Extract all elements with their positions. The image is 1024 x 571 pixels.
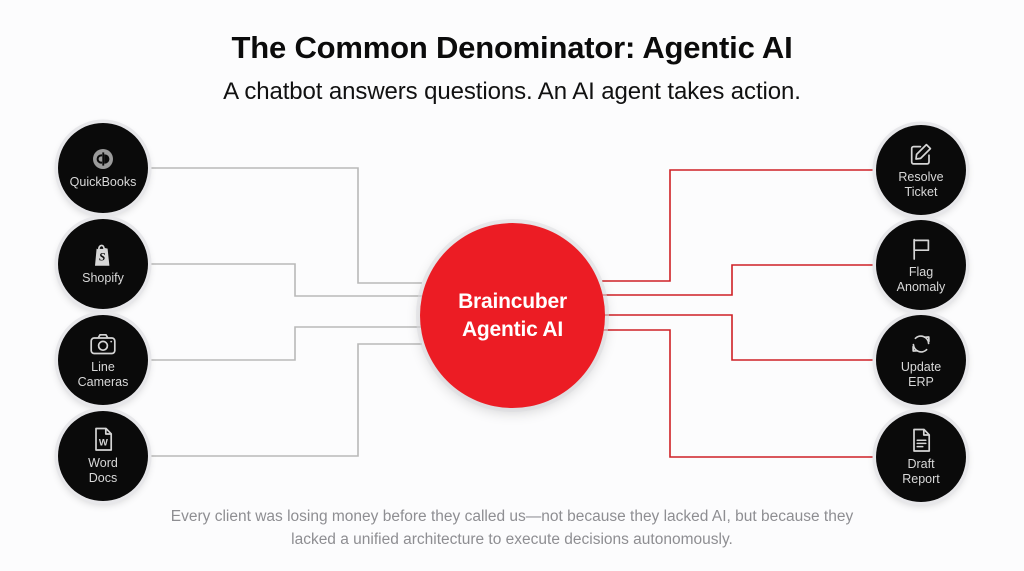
output-node-label: Resolve Ticket [898,169,944,199]
connector-line-cameras [148,326,424,361]
input-node-word-docs[interactable]: W Word Docs [58,411,148,501]
hub-label-line1: Braincuber [458,289,567,313]
output-node-update-erp[interactable]: Update ERP [876,315,966,405]
connector-word-docs [148,343,422,457]
input-node-label: Line Cameras [77,359,129,389]
input-node-line-cameras[interactable]: Line Cameras [58,315,148,405]
svg-text:S: S [98,251,104,263]
page-subtitle: A chatbot answers questions. An AI agent… [223,78,801,105]
input-node-label: QuickBooks [69,175,137,190]
quickbooks-icon [91,146,115,172]
shopify-bag-icon: S [92,242,115,268]
connector-flag-anomaly [600,264,876,296]
output-node-resolve-ticket[interactable]: Resolve Ticket [876,125,966,215]
connector-draft-report [602,329,876,458]
input-node-label: Word Docs [88,455,118,485]
hub-label-line2: Agentic AI [461,317,564,341]
output-node-flag-anomaly[interactable]: Flag Anomaly [876,220,966,310]
hub-braincuber-agentic-ai[interactable]: Braincuber Agentic AI [420,223,605,408]
output-node-draft-report[interactable]: Draft Report [876,412,966,502]
svg-text:W: W [98,438,107,449]
footer-caption: Every client was losing money before the… [170,508,854,549]
input-node-shopify[interactable]: S Shopify [58,219,148,309]
connector-shopify [148,263,424,297]
flag-icon [909,236,933,262]
connector-resolve-ticket [602,169,876,282]
camera-icon [90,331,116,357]
word-document-icon: W [93,427,114,453]
document-lines-icon [911,428,932,454]
sync-refresh-icon [909,331,933,357]
edit-square-icon [909,141,933,167]
connector-quickbooks [148,167,422,284]
connector-update-erp [600,314,876,361]
output-node-label: Flag Anomaly [896,264,946,294]
page-title: The Common Denominator: Agentic AI [231,30,793,65]
output-node-label: Draft Report [902,456,940,486]
input-node-label: Shopify [82,271,124,286]
input-node-quickbooks[interactable]: QuickBooks [58,123,148,213]
output-node-label: Update ERP [900,359,942,389]
